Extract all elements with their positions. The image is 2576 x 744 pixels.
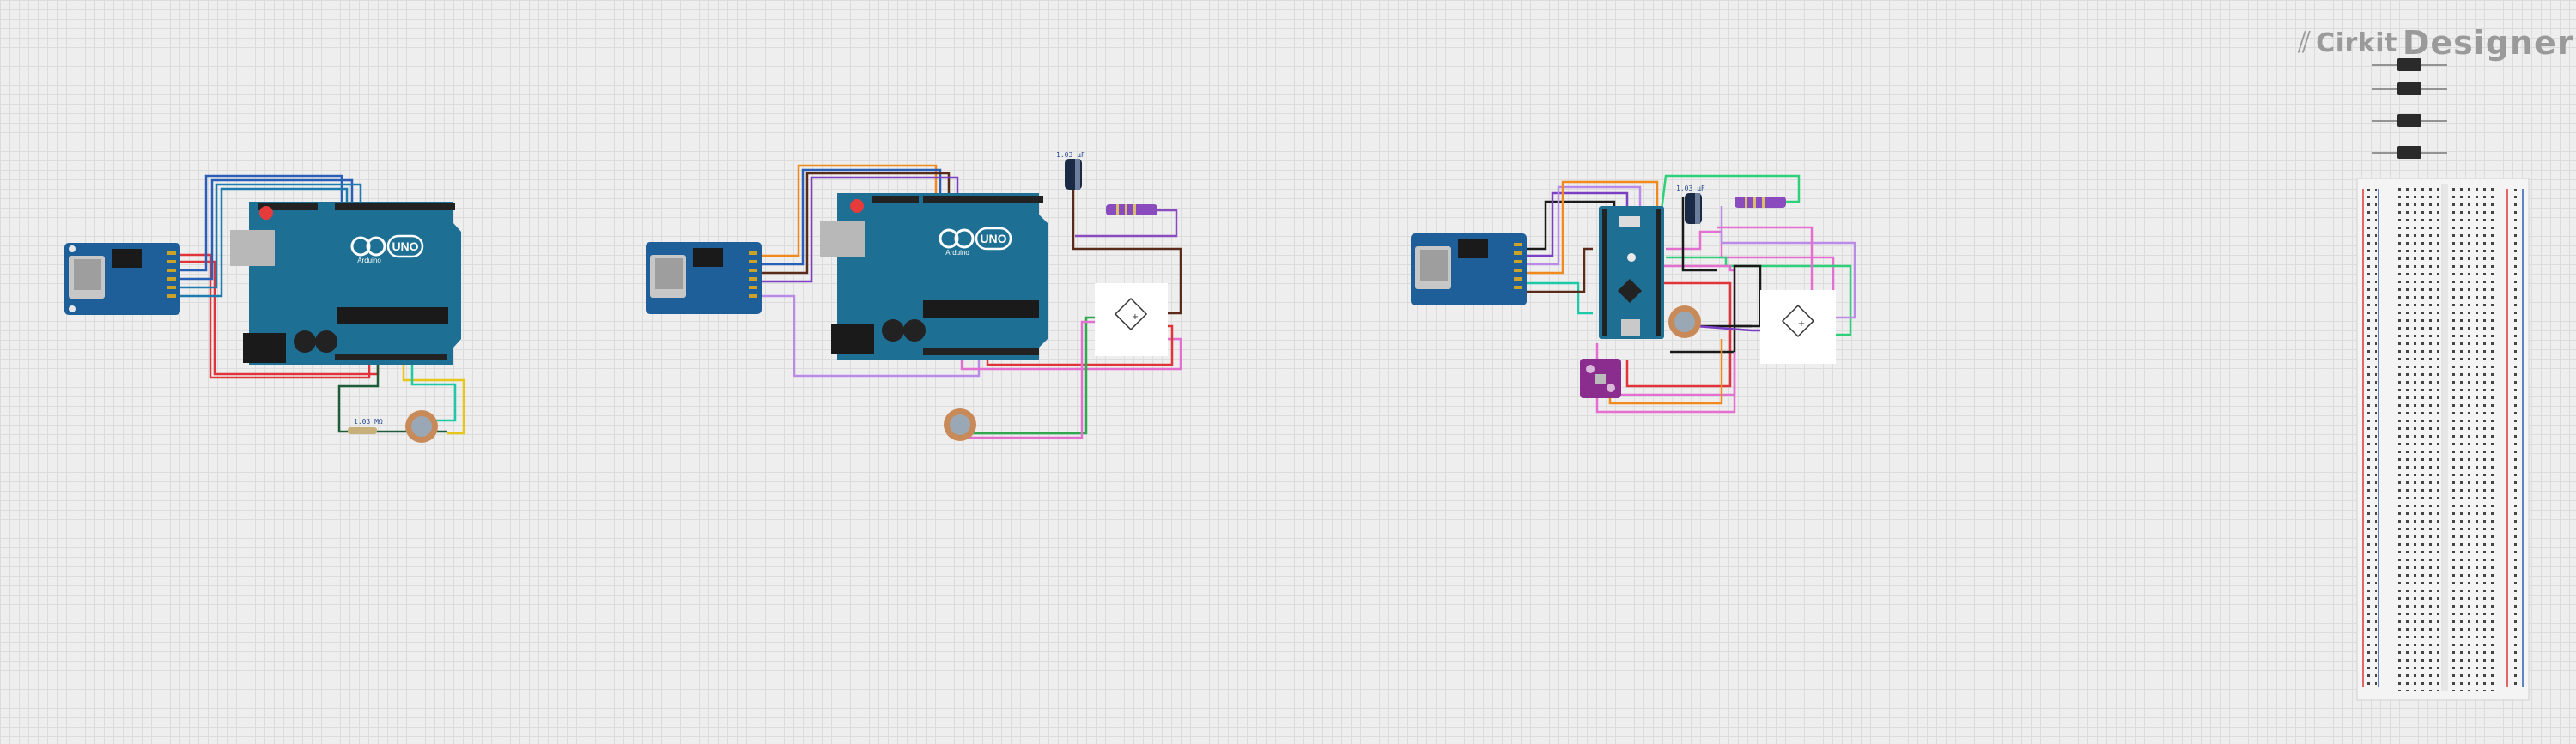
sd-card-module[interactable] [1411, 233, 1527, 305]
logo-word-cirkit: Cirkit [2316, 27, 2397, 58]
board-brand: Arduino [357, 257, 381, 264]
piezo-sensor[interactable] [944, 408, 976, 441]
resistor[interactable] [1106, 204, 1157, 215]
loose-resistor[interactable] [2372, 146, 2447, 159]
board-logo: UNO [980, 232, 1006, 245]
svg-text:+: + [1798, 319, 1805, 329]
arduino-uno-board[interactable]: UNO Arduino [230, 202, 461, 365]
wires [760, 164, 1182, 439]
loose-resistor[interactable] [2372, 82, 2447, 95]
resistor-label: 1.03 MΩ [354, 418, 383, 426]
circuit-uno-sd-rectifier[interactable]: UNO Arduino 1.03 µF + [646, 151, 1182, 441]
arduino-uno-board[interactable]: UNO Arduino [820, 193, 1048, 360]
bridge-rectifier[interactable]: + [1095, 283, 1168, 356]
breadboard[interactable] [2356, 178, 2530, 701]
loose-resistors[interactable] [2372, 58, 2447, 159]
resistor[interactable] [1735, 197, 1786, 208]
sd-card-module[interactable] [64, 243, 180, 315]
board-brand: Arduino [945, 249, 969, 257]
bmp-sensor-module[interactable] [1580, 359, 1621, 398]
piezo-sensor[interactable] [1668, 305, 1701, 338]
circuit-nano-sd-rectifier[interactable]: 1.03 µF + [1411, 174, 1856, 414]
loose-resistor[interactable] [2372, 58, 2447, 71]
svg-text:+: + [1132, 312, 1139, 322]
bridge-rectifier[interactable]: + [1760, 290, 1836, 364]
board-logo: UNO [392, 239, 418, 253]
capacitor-label: 1.03 µF [1676, 184, 1705, 192]
resistor[interactable]: 1.03 MΩ [348, 418, 383, 434]
capacitor-label: 1.03 µF [1056, 151, 1085, 159]
wires [179, 174, 465, 435]
piezo-sensor[interactable] [405, 410, 438, 443]
sd-card-module[interactable] [646, 242, 762, 314]
electrolytic-capacitor[interactable]: 1.03 µF [1056, 151, 1085, 190]
circuit-uno-sd-piezo[interactable]: UNO Arduino 1.03 MΩ [64, 174, 465, 443]
logo-word-designer: Designer [2402, 24, 2574, 62]
cirkit-designer-logo: ⫽ Cirkit Designer [2298, 24, 2574, 62]
cirkit-logo-icon: ⫽ [2298, 26, 2312, 60]
electrolytic-capacitor[interactable]: 1.03 µF [1676, 184, 1705, 224]
arduino-nano-board[interactable] [1599, 206, 1664, 339]
loose-resistor[interactable] [2372, 114, 2447, 127]
